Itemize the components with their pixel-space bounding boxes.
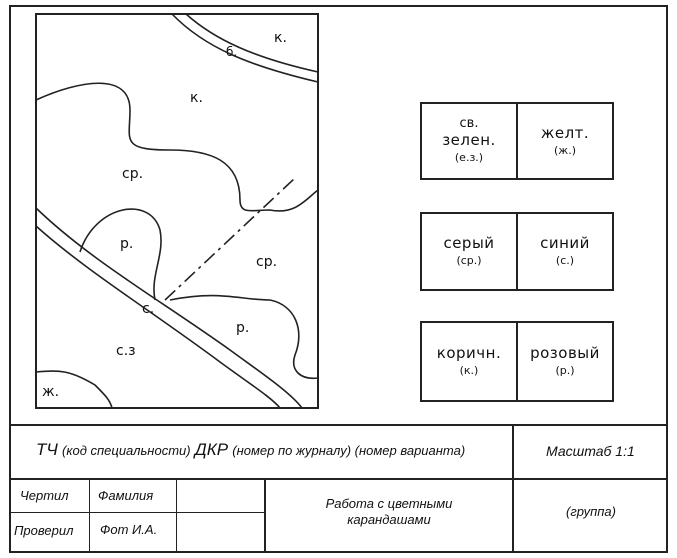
legend-text: коричн.: [436, 344, 502, 363]
legend-cell-blue: синий (с.): [516, 214, 612, 289]
legend-code: (ср.): [456, 254, 482, 268]
legend-code: (е.з.): [454, 151, 484, 165]
tb-line-v2: [176, 478, 177, 553]
map-label-r-bottom: р.: [236, 320, 249, 336]
legend-code: (с.): [555, 254, 575, 268]
legend-code: (к.): [459, 364, 479, 378]
map-label-r-left: р.: [120, 236, 133, 252]
legend-box-1: св. зелен. (е.з.) желт. (ж.): [420, 102, 614, 180]
legend-cell-light-green: св. зелен. (е.з.): [422, 104, 516, 178]
map-label-b: б.: [226, 45, 237, 59]
tb-scale: Масштаб 1:1: [546, 443, 635, 459]
tb-checked: Проверил: [14, 523, 74, 538]
tb-work-title-line-1: Работа с цветными: [325, 496, 453, 511]
legend-cell-pink: розовый (р.): [516, 323, 612, 400]
legend-box-3: коричн. (к.) розовый (р.): [420, 321, 614, 402]
tb-line-v1: [89, 478, 90, 553]
tb-heading: ТЧ (код специальности) ДКР (номер по жур…: [36, 440, 465, 460]
tb-work-title: Работа с цветными карандашами: [266, 496, 512, 528]
tb-line-row: [9, 512, 265, 513]
diagonal-road-line-1: [35, 207, 303, 409]
tb-heading-tch: ТЧ: [36, 440, 58, 459]
tb-drew: Чертил: [20, 488, 69, 503]
boundary-r-right: [169, 294, 319, 380]
legend-text: розовый: [530, 344, 600, 363]
tb-line-mid: [9, 478, 668, 480]
top-road-line-2: [171, 13, 319, 83]
tb-work-title-line-2: карандашами: [347, 512, 431, 527]
top-road-line-1: [185, 13, 319, 73]
map-label-k-top: к.: [274, 30, 287, 46]
tb-line-v3: [264, 478, 266, 553]
legend-box-2: серый (ср.) синий (с.): [420, 212, 614, 291]
tb-group: (группа): [566, 504, 616, 519]
legend-cell-yellow: желт. (ж.): [516, 104, 612, 178]
boundary-r-left: [79, 208, 162, 301]
tb-heading-rest: (номер по журналу) (номер варианта): [232, 443, 466, 458]
map-label-k-mid: к.: [190, 90, 203, 106]
legend-code: (р.): [555, 364, 575, 378]
legend-cell-brown: коричн. (к.): [422, 323, 516, 400]
map-label-zh: ж.: [42, 384, 59, 400]
tb-heading-spec: (код специальности): [62, 443, 191, 458]
map-label-sr-left: ср.: [122, 166, 143, 182]
tb-surname: Фамилия: [98, 488, 154, 503]
boundary-upper: [35, 82, 319, 212]
map-label-sz: с.з: [116, 343, 136, 359]
legend-text: зелен.: [442, 131, 496, 150]
dash-dot-line: [164, 177, 296, 301]
boundary-zh: [35, 370, 113, 409]
legend-cell-grey: серый (ср.): [422, 214, 516, 289]
legend-text: синий: [540, 234, 590, 253]
tb-heading-dkr: ДКР: [194, 440, 229, 459]
map-border: [35, 13, 319, 409]
legend-code: (ж.): [554, 143, 576, 157]
tb-line-v-scale: [512, 424, 514, 480]
tb-line-top: [9, 424, 668, 426]
legend-text: серый: [443, 234, 495, 253]
map-label-s: с.: [142, 301, 154, 317]
tb-line-v4: [512, 478, 514, 553]
map-label-sr-right: ср.: [256, 254, 277, 270]
drawing-frame: [9, 5, 668, 553]
diagonal-road-line-2: [35, 225, 281, 409]
tb-checker: Фот И.А.: [100, 522, 158, 537]
legend-text: желт.: [540, 123, 590, 142]
legend-text: св.: [459, 116, 479, 132]
